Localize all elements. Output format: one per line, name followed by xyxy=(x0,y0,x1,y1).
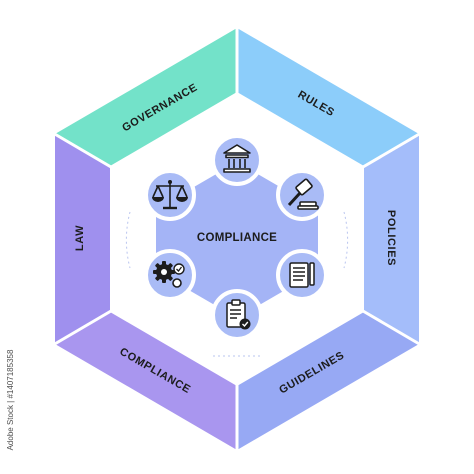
watermark-text: Adobe Stock | #1407185358 xyxy=(6,349,15,450)
segment-governance xyxy=(55,28,237,166)
segment-policies xyxy=(364,134,419,344)
scales-icon xyxy=(144,169,196,221)
icon-circles xyxy=(144,134,328,341)
segment-compliance xyxy=(55,312,237,450)
label-policies: POLICIES xyxy=(385,210,397,266)
clipboard-icon xyxy=(211,289,263,341)
segment-guidelines xyxy=(237,312,419,450)
outer-ring xyxy=(52,26,422,452)
segment-rules xyxy=(237,28,419,166)
segment-law xyxy=(55,134,110,344)
center-label: COMPLIANCE xyxy=(197,232,277,244)
dashed-guides xyxy=(125,211,349,357)
gears-icon xyxy=(144,249,196,301)
checklist-icon xyxy=(276,249,328,301)
label-law: LAW xyxy=(74,225,86,251)
gavel-icon xyxy=(276,169,328,221)
bank-icon xyxy=(211,134,263,186)
